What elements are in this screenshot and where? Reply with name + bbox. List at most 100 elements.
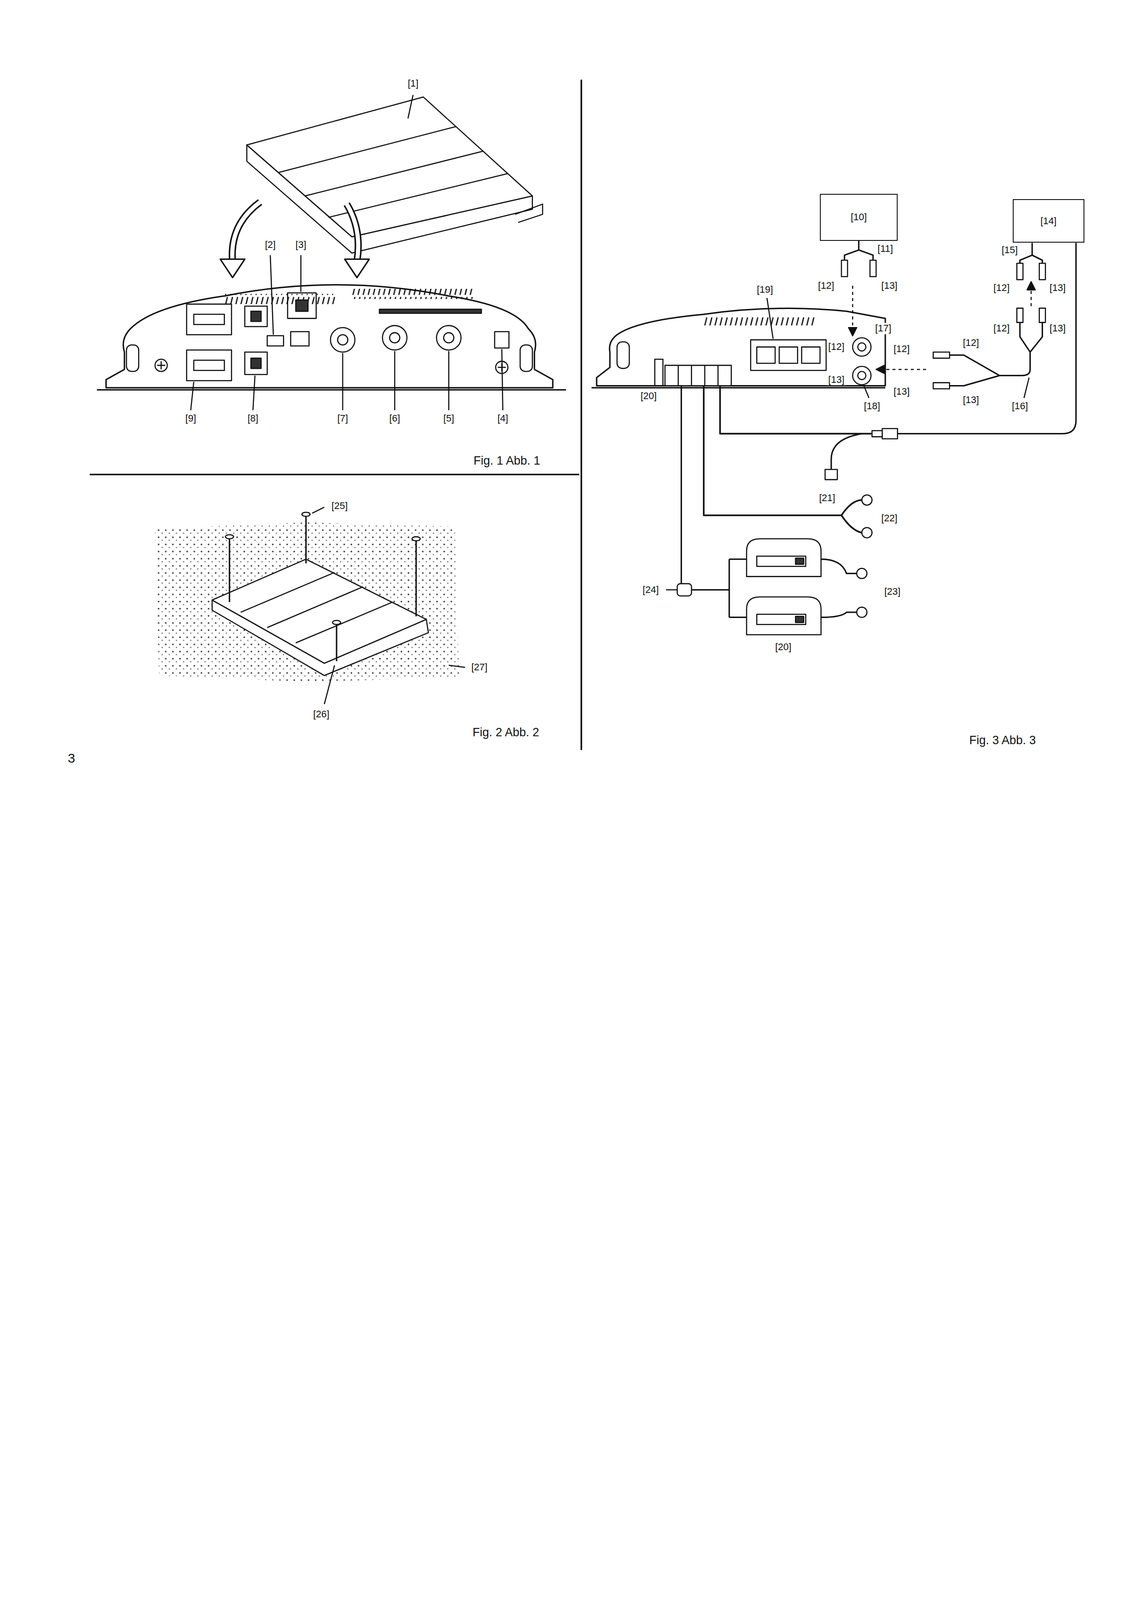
- view-arrow-inner: [232, 202, 261, 262]
- connector: [882, 428, 898, 439]
- figure-caption: Fig. 3 Abb. 3: [967, 733, 1038, 748]
- speaker-panel: [756, 614, 806, 625]
- callout-number: [14]: [1040, 215, 1057, 227]
- callout-number: [7]: [336, 412, 350, 424]
- speaker-unit: [746, 596, 821, 635]
- leader-line: [270, 254, 274, 335]
- dashed-arrow: [883, 368, 926, 370]
- rca-plug: [933, 351, 950, 359]
- switch-block: [186, 349, 232, 381]
- mounting-flange: [514, 203, 543, 223]
- leader-line: [342, 352, 344, 410]
- callout-number: [3]: [294, 239, 308, 251]
- terminal-divider: [678, 365, 719, 386]
- callout-number: [9]: [184, 412, 198, 424]
- callout-number: [5]: [442, 412, 456, 424]
- screw-head: [301, 511, 311, 516]
- arrow-head: [344, 259, 370, 278]
- switch: [193, 360, 225, 371]
- knob-center: [389, 332, 400, 343]
- device-box: [14]: [1012, 199, 1084, 243]
- callout-number: [12]: [892, 343, 912, 355]
- rca-jack-center: [857, 342, 867, 352]
- leader-line: [448, 665, 465, 668]
- rca-plug: [933, 382, 950, 389]
- leader-line: [324, 665, 335, 704]
- ring-terminal: [856, 568, 867, 579]
- callout-number: [20]: [773, 641, 793, 653]
- amplifier-side-panel: [596, 308, 886, 386]
- switch: [267, 335, 284, 346]
- power-terminal: [664, 365, 732, 386]
- connector: [872, 430, 883, 437]
- mounting-slot: [520, 344, 533, 372]
- callout-number: [26]: [311, 708, 331, 720]
- amplifier-top: [212, 558, 427, 664]
- rca-plug: [1016, 308, 1023, 323]
- screw-cross: [156, 361, 166, 370]
- device-box: [10]: [819, 193, 898, 241]
- speaker-wire: [821, 558, 857, 617]
- terminal-cell: [779, 346, 798, 363]
- switch-knob: [295, 300, 309, 312]
- rca-plug: [1016, 263, 1023, 280]
- knob-center: [443, 332, 454, 343]
- leader-line: [863, 385, 870, 399]
- figure-caption: Fig. 2 Abb. 2: [471, 725, 541, 740]
- callout-number: [12]: [826, 341, 846, 353]
- remote-wire: [897, 242, 1077, 434]
- knob-center: [337, 334, 348, 345]
- divider-line: [580, 79, 583, 750]
- knob: [382, 325, 407, 351]
- callout-number: [16]: [1010, 400, 1030, 412]
- base-line: [97, 388, 567, 391]
- ground-wire: [703, 385, 863, 533]
- switch-block: [186, 304, 232, 335]
- rca-jack: [852, 337, 872, 356]
- fuse: [654, 358, 664, 386]
- dashed-arrow: [851, 285, 854, 329]
- vent: [351, 288, 475, 299]
- knob: [330, 327, 356, 352]
- base-line: [591, 387, 886, 389]
- callout-number: [12]: [992, 282, 1012, 294]
- switch: [287, 292, 317, 319]
- callout-number: [12]: [992, 322, 1012, 334]
- callout-number: [24]: [641, 583, 661, 595]
- callout-number: [23]: [883, 586, 903, 598]
- dashed-arrow: [1030, 288, 1033, 306]
- callout-number: [2]: [263, 239, 277, 251]
- callout-number: [21]: [817, 492, 837, 504]
- amplifier-front-panel: [105, 284, 553, 388]
- arrow-head: [876, 365, 885, 374]
- callout-number: [12]: [961, 337, 981, 348]
- knob: [436, 325, 462, 351]
- callout-number: [8]: [246, 412, 260, 424]
- speaker-switch: [795, 616, 805, 623]
- speaker-wire: [680, 385, 682, 584]
- mounting-slot: [616, 341, 630, 369]
- plug: [825, 469, 838, 480]
- ring-terminal: [861, 527, 872, 538]
- leader-line: [448, 351, 450, 411]
- callout-number: [10]: [850, 211, 867, 223]
- leader-line: [311, 507, 325, 514]
- screw: [155, 358, 168, 372]
- leader-line: [666, 589, 678, 591]
- switch: [244, 306, 268, 327]
- slit: [379, 308, 482, 313]
- mounting-slot: [126, 344, 139, 372]
- callout-number: [13]: [880, 279, 899, 291]
- rca-plug: [841, 260, 848, 277]
- power-wire: [720, 385, 873, 434]
- leader-line: [408, 94, 414, 119]
- speaker-switch: [795, 558, 805, 565]
- leader-line: [253, 375, 256, 410]
- screw-head: [332, 619, 341, 624]
- leader-line: [501, 348, 503, 410]
- screw-head: [412, 536, 421, 541]
- leader-line: [767, 297, 774, 339]
